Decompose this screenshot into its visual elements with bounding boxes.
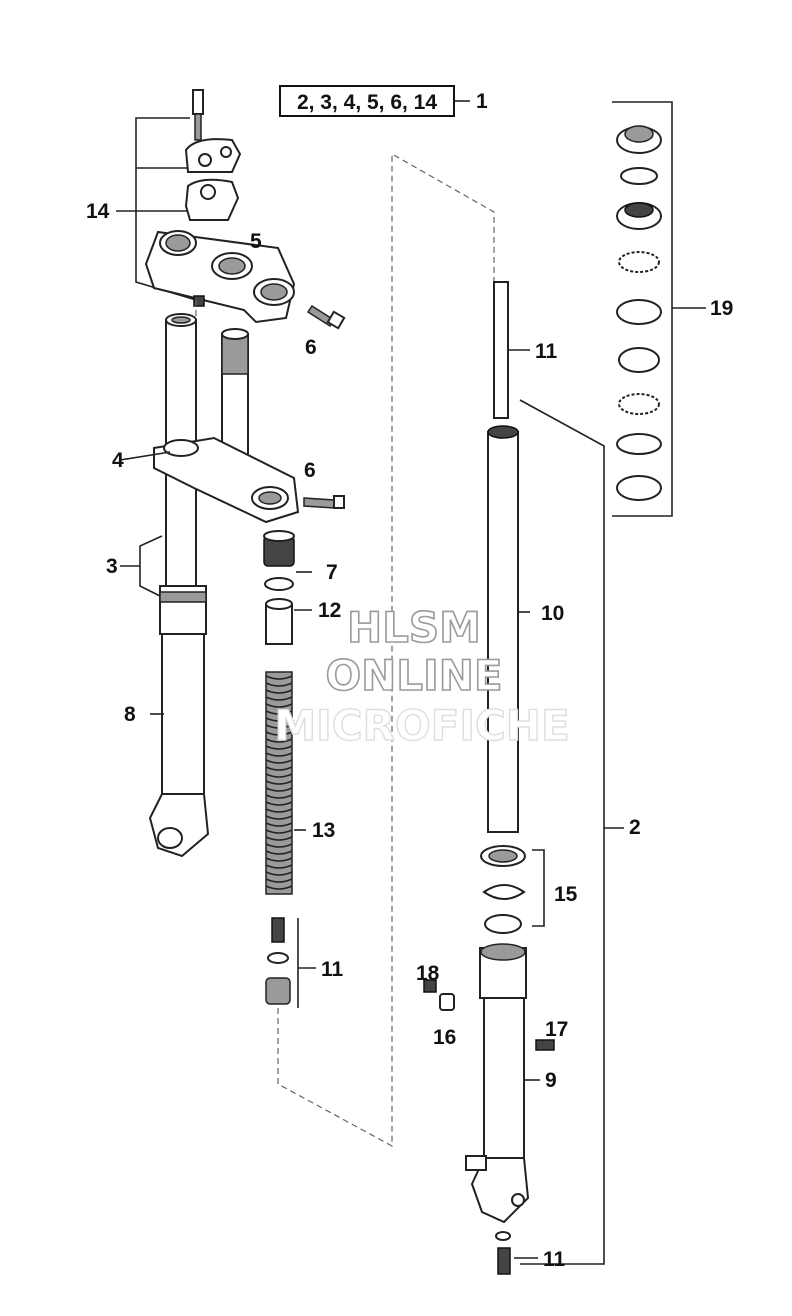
spring-coil (265, 822, 293, 827)
spring-coil (265, 766, 293, 771)
spring-coil (265, 682, 293, 687)
spring-coil (265, 717, 293, 722)
fork-tube-right (487, 425, 530, 833)
spring-coil (265, 745, 293, 750)
callout-6a: 6 (305, 336, 317, 359)
spring-coil (265, 815, 293, 820)
callout-11c: 11 (543, 1248, 566, 1271)
fork-slider-right (465, 943, 530, 1224)
handlebar-clamp-part (184, 89, 242, 221)
damper-cap-part (263, 530, 295, 591)
spring-coil (265, 787, 293, 792)
lower-race (616, 475, 662, 501)
callout-13: 13 (312, 819, 335, 842)
washer (620, 167, 658, 185)
upper-triple-clamp-part (144, 230, 296, 324)
callout-17: 17 (545, 1018, 568, 1041)
dashed-guides (195, 152, 495, 1148)
steering-stem (221, 328, 249, 465)
bracket-15 (532, 849, 545, 927)
callout-7: 7 (326, 561, 338, 584)
spring-coil (265, 836, 293, 841)
spring-coil (265, 752, 293, 757)
watermark-line-2: ONLINE (325, 651, 502, 700)
spring-coil (265, 724, 293, 729)
spring-coil (265, 696, 293, 701)
watermark: HLSM ONLINE MICROFICHE (274, 602, 571, 751)
callout-12: 12 (318, 599, 341, 622)
bracket-2 (519, 399, 605, 1265)
lower-cup (618, 347, 660, 373)
callout-5: 5 (250, 230, 262, 253)
callout-9: 9 (545, 1069, 557, 1092)
fork-slider-left (148, 585, 210, 858)
spring-coil (265, 689, 293, 694)
callout-6b: 6 (304, 459, 316, 482)
lower-bearing (618, 393, 660, 415)
watermark-line-1: HLSM (347, 603, 481, 652)
callout-1: 1 (476, 90, 488, 113)
steering-nut (616, 125, 662, 154)
callout-2: 2 (629, 816, 641, 839)
callout-18: 18 (416, 962, 440, 985)
callout-3: 3 (106, 555, 118, 578)
callout-11a: 11 (535, 340, 558, 363)
spring-coil (265, 780, 293, 785)
callout-4: 4 (112, 449, 124, 472)
dust-seal (616, 433, 662, 455)
spring-coil (265, 738, 293, 743)
spring-coil (265, 703, 293, 708)
spring-coil (265, 710, 293, 715)
callout-14: 14 (86, 200, 110, 223)
spacer-part (265, 598, 293, 645)
upper-bearing-race (616, 202, 662, 230)
bearing-set-column (612, 101, 706, 517)
spring-coil (265, 794, 293, 799)
spring-coil (265, 850, 293, 855)
spring-coil (265, 801, 293, 806)
spring-coil (265, 675, 293, 680)
pinch-bolt-upper (306, 304, 346, 330)
spring-coil (265, 808, 293, 813)
bottom-bolt-part (495, 1231, 511, 1275)
fork-spring-part (265, 671, 293, 895)
damper-bolt-set (265, 917, 291, 1005)
callout-15: 15 (554, 883, 578, 906)
spring-coil (265, 731, 293, 736)
spring-coil (265, 885, 293, 890)
spring-coil (265, 871, 293, 876)
brake-hose-guide (423, 979, 455, 1011)
spring-coil (265, 843, 293, 848)
spring-coil (265, 829, 293, 834)
group-box-label: 2, 3, 4, 5, 6, 14 (297, 91, 437, 114)
watermark-line-3: MICROFICHE (274, 701, 569, 750)
callout-16: 16 (433, 1026, 456, 1049)
spring-coil (265, 878, 293, 883)
callout-19: 19 (710, 297, 733, 320)
pinch-bolt-lower (303, 495, 345, 509)
spring-coil (265, 759, 293, 764)
fork-seal-set (480, 845, 526, 934)
upper-bearing (618, 251, 660, 273)
spring-coil (265, 864, 293, 869)
spring-coil (265, 773, 293, 778)
spring-coil (265, 857, 293, 862)
damper-rod-part (493, 281, 530, 419)
callout-10: 10 (541, 602, 564, 625)
upper-cup (616, 299, 662, 325)
hose-bolt (535, 1039, 555, 1051)
callout-11b: 11 (321, 958, 344, 981)
callout-8: 8 (124, 703, 136, 726)
callout-labels: 2 3 4 5 6 6 7 8 9 10 11 11 11 12 13 14 1… (86, 200, 733, 1271)
lower-triple-clamp-part (153, 436, 300, 524)
bracket-3 (139, 535, 163, 597)
group-box: 2, 3, 4, 5, 6, 14 1 (279, 85, 488, 117)
